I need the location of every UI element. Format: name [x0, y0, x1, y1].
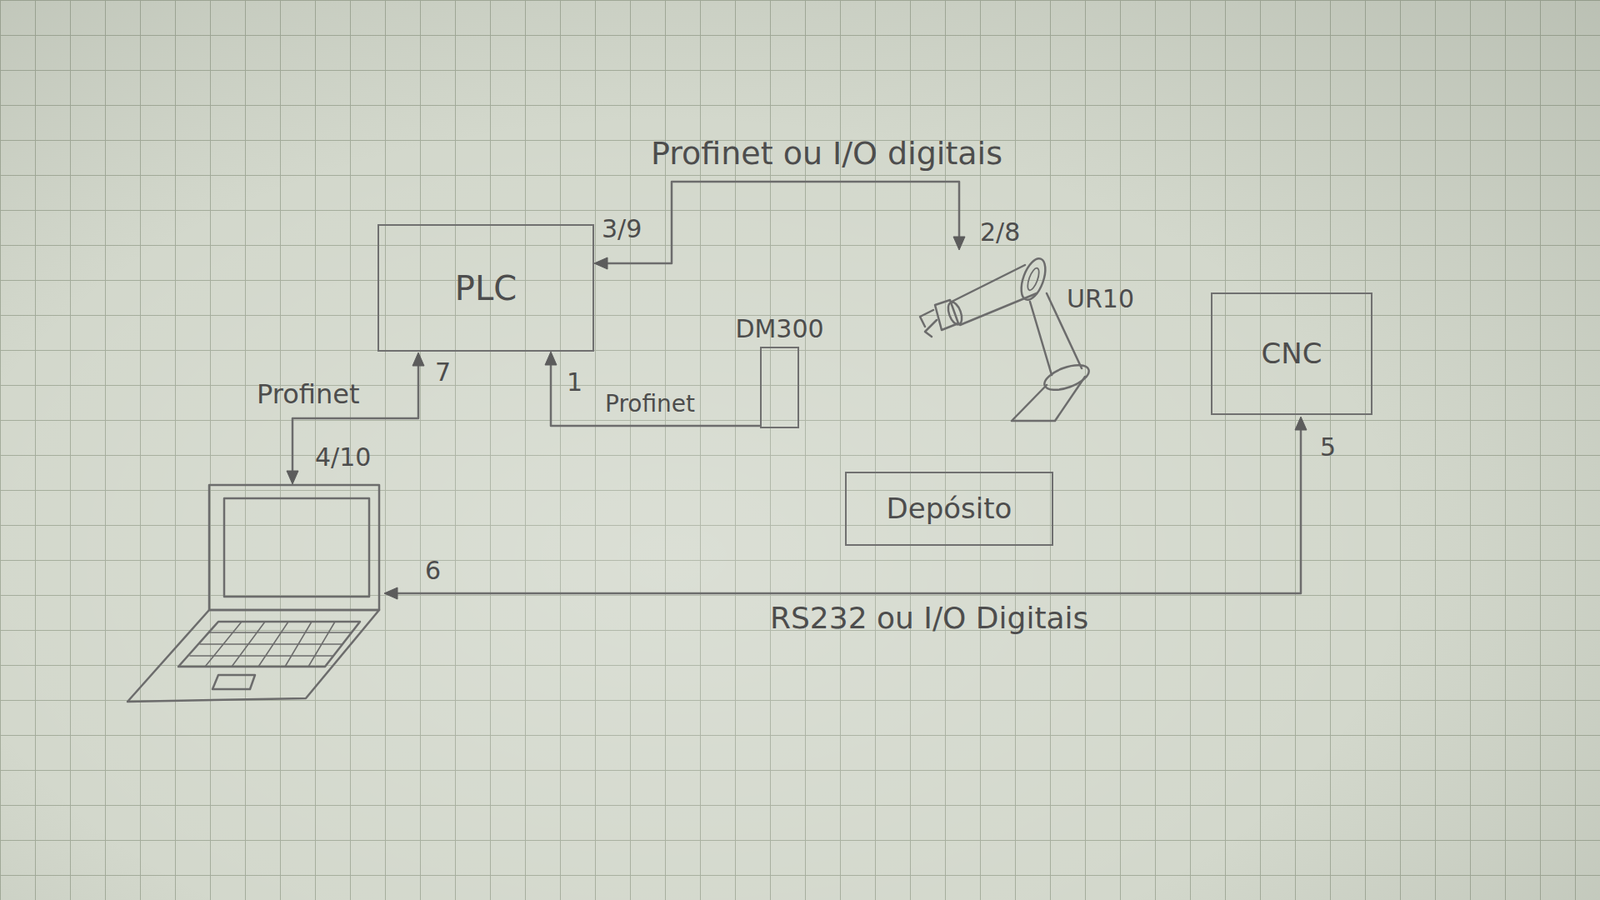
protocol-label: RS232 ou I/O Digitais [770, 601, 1089, 635]
plc-box: PLC [377, 224, 595, 352]
robot-wrist [945, 300, 965, 326]
node-heading: DM300 [735, 315, 824, 345]
robot-elbow [1016, 255, 1050, 303]
laptop-touchpad [212, 675, 255, 690]
connector [594, 181, 965, 270]
node-label: UR10 [1066, 285, 1135, 315]
connector-line [605, 181, 960, 264]
connector-label: Profinet [605, 391, 695, 418]
arrowhead [384, 587, 398, 600]
node-label: CNC [1261, 337, 1323, 370]
callout-number: 1 [566, 368, 583, 396]
robot-arm-drawing [920, 255, 1092, 421]
callout-number: 7 [435, 358, 451, 386]
port-number: 2/8 [980, 218, 1020, 246]
arrowhead [594, 257, 608, 270]
arrowhead [412, 352, 425, 366]
connector [545, 351, 760, 426]
arrowhead [1295, 416, 1307, 430]
robot-node: UR10 [912, 250, 1155, 430]
port-number: 4/10 [315, 443, 371, 471]
callout-number: 6 [425, 556, 441, 585]
arrowhead [545, 351, 557, 365]
laptop-keyboard [178, 621, 360, 667]
laptop-base [127, 610, 380, 702]
storage-box: Depósito [845, 471, 1054, 546]
robot-gripper [920, 310, 937, 337]
node-label: PLC [455, 269, 517, 308]
protocol-label: Profinet [256, 380, 360, 410]
callout-number: 5 [1320, 433, 1336, 461]
arrowhead [286, 470, 299, 485]
robot-tool [935, 300, 959, 330]
node-label: Depósito [886, 492, 1013, 525]
laptop-display [224, 498, 370, 597]
arrowhead [953, 236, 965, 250]
connector-line [550, 363, 760, 426]
device-box: DM300 [760, 346, 800, 429]
laptop-drawing [127, 485, 380, 702]
laptop-screen [209, 485, 380, 610]
machine-box: CNC [1210, 292, 1373, 415]
robot-base [1011, 376, 1085, 421]
port-number: 3/9 [601, 215, 642, 243]
robot-elbow-inner [1025, 266, 1042, 292]
keyboard-keys [205, 621, 335, 667]
connector-label: Profinet ou I/O digitais [650, 136, 1003, 172]
serial-wire [396, 427, 1301, 594]
